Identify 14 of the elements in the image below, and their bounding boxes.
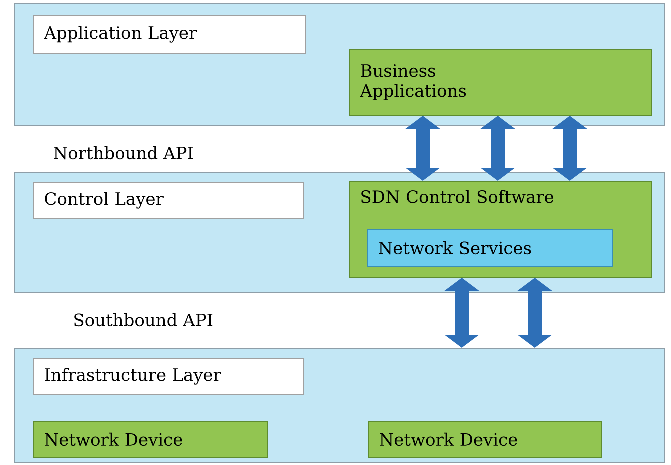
layer-label-box: Control Layer	[33, 182, 304, 219]
double-arrow	[444, 278, 480, 348]
layer-label-box: Infrastructure Layer	[33, 358, 304, 395]
api-label: Southbound API	[74, 313, 213, 327]
component-box: Business Applications	[349, 49, 652, 116]
component-box: Network Services	[367, 229, 613, 267]
device-box: Network Device	[368, 421, 602, 458]
layer-label-box: Application Layer	[33, 15, 306, 54]
double-arrow	[518, 278, 552, 348]
api-label: Northbound API	[54, 146, 193, 160]
double-arrow	[480, 116, 516, 181]
double-arrow	[552, 116, 588, 181]
double-arrow	[406, 116, 440, 181]
device-box: Network Device	[33, 421, 268, 458]
